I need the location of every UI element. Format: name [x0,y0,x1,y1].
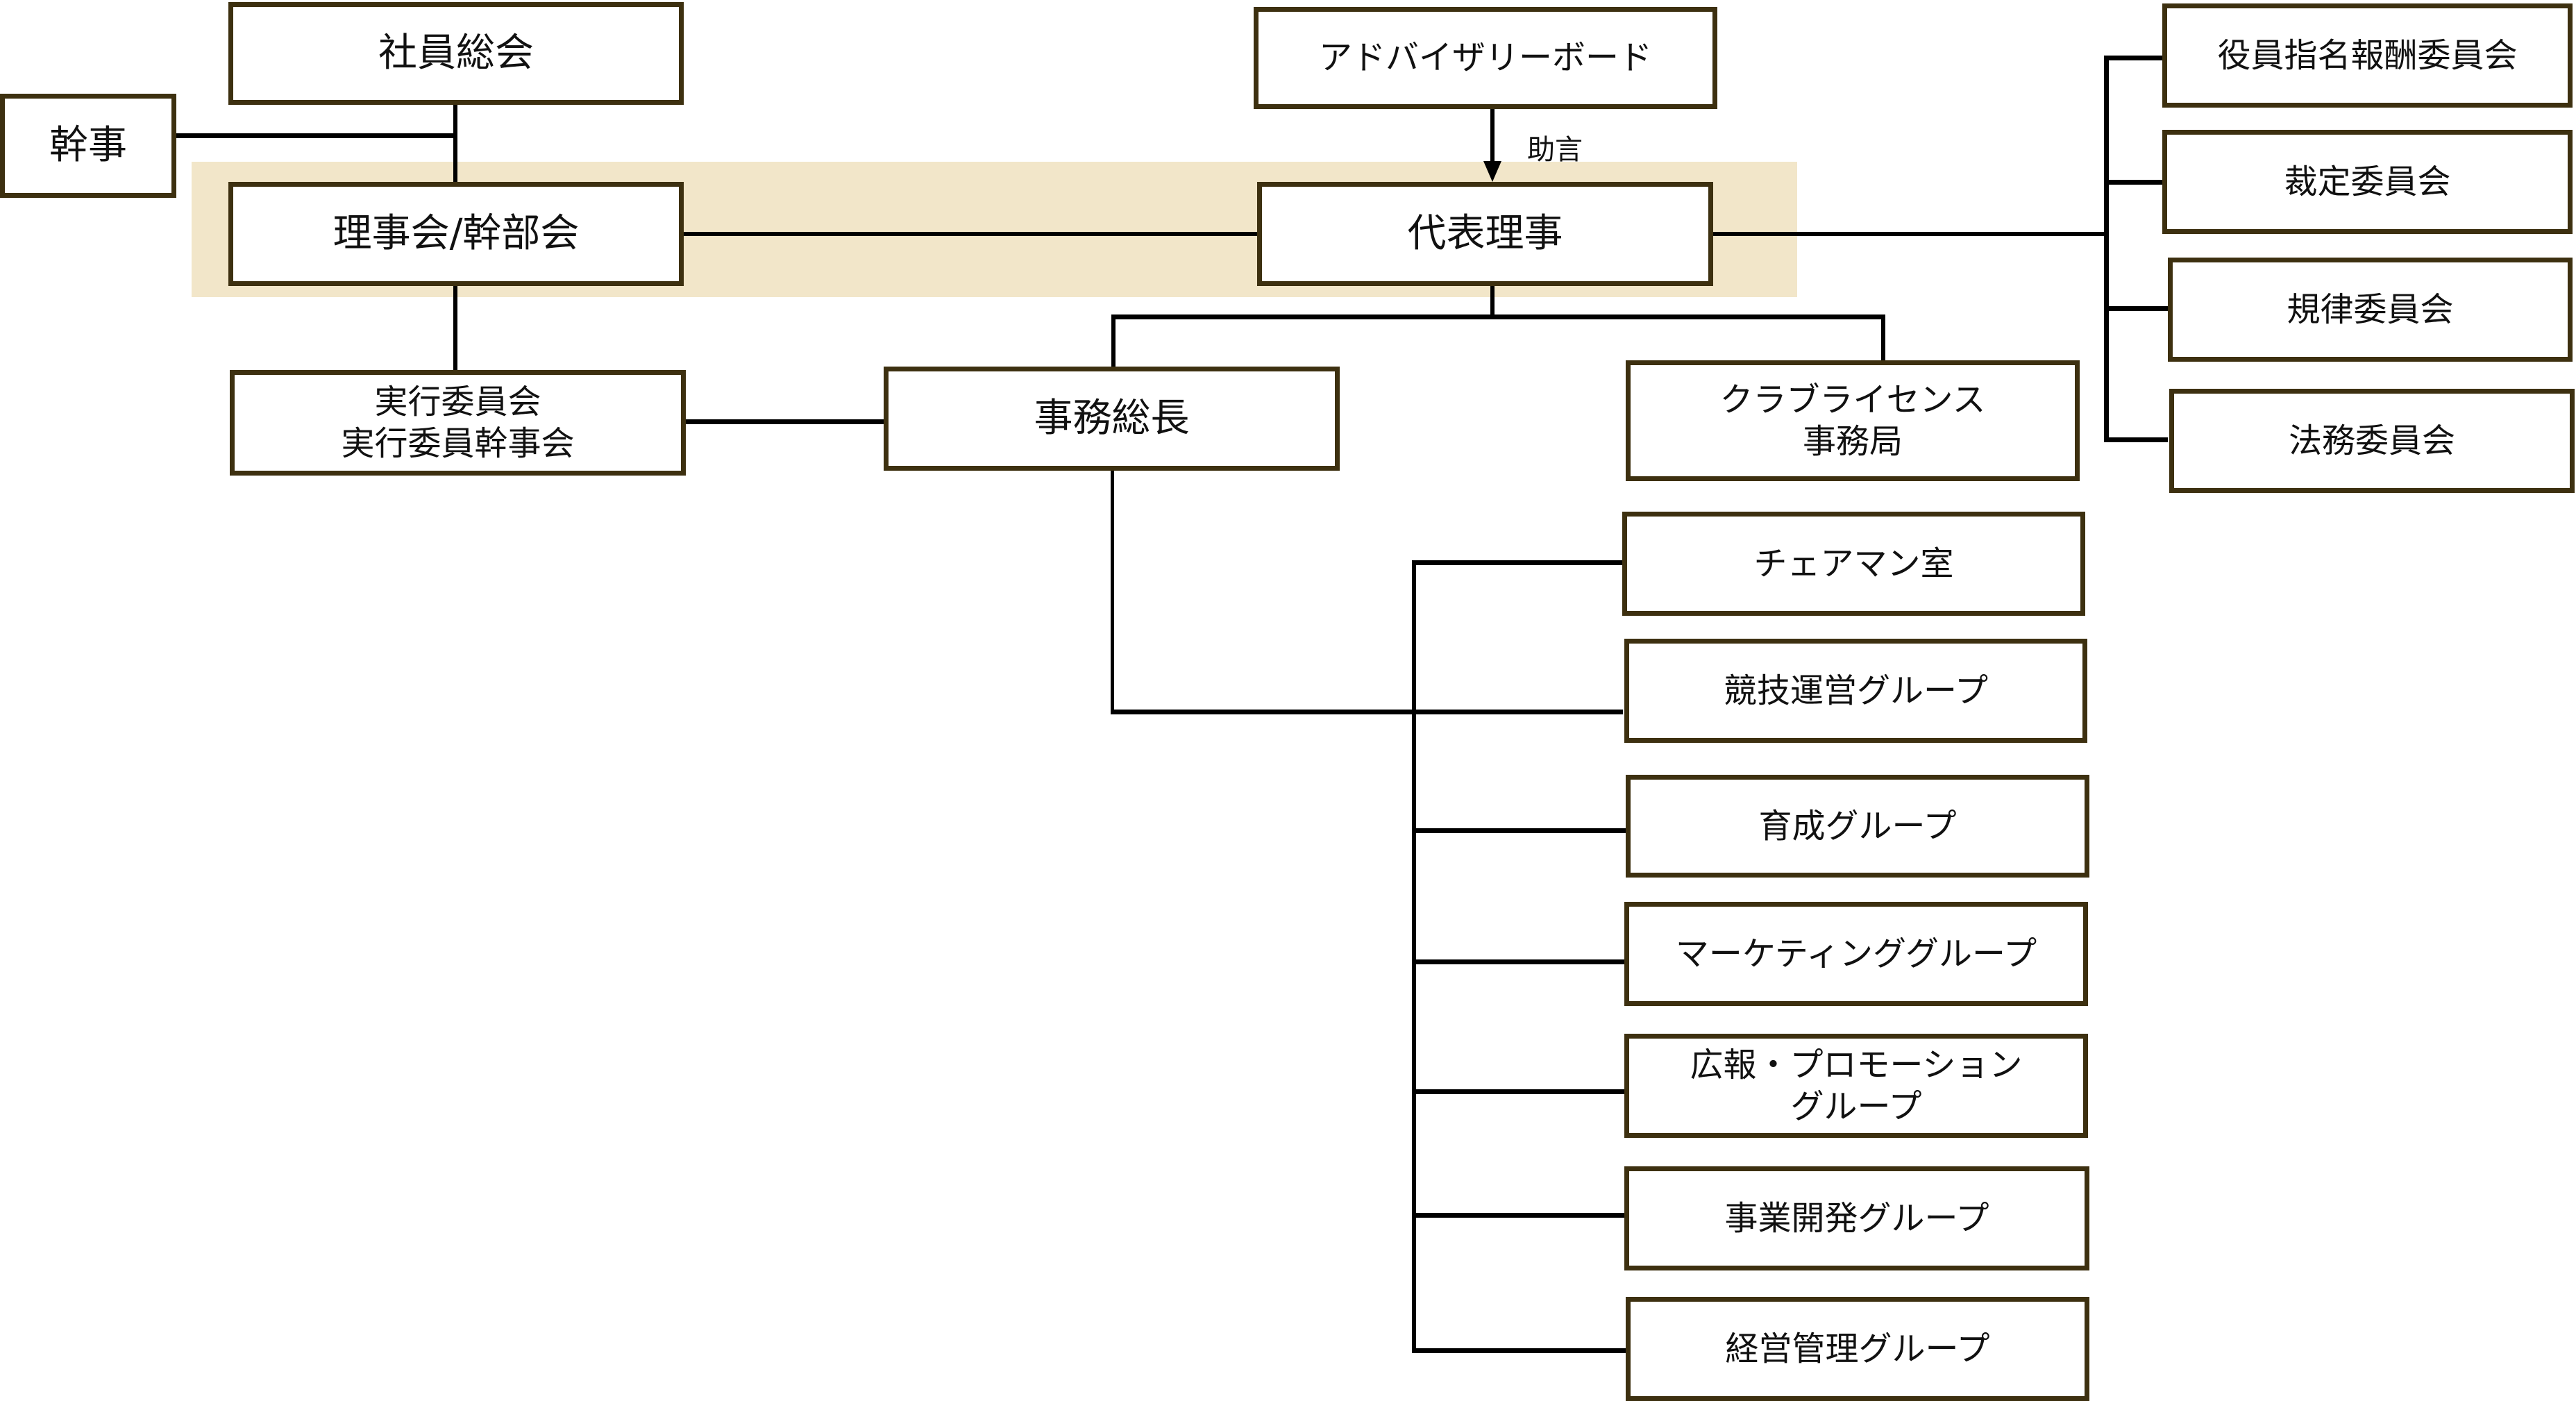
node-club-license-office[interactable]: クラブライセンス 事務局 [1626,360,2080,481]
group-chairman-office[interactable]: チェアマン室 [1622,512,2085,616]
node-executive-committee[interactable]: 実行委員会 実行委員幹事会 [230,370,686,476]
connector-branch-license [1881,314,1885,360]
node-general-meeting[interactable]: 社員総会 [228,2,684,105]
node-label: 法務委員会 [2288,421,2455,460]
connector-group-3 [1412,828,1626,833]
node-label: 裁定委員会 [2284,162,2451,201]
group-competition-operations[interactable]: 競技運営グループ [1624,639,2087,743]
node-label-line2: 事務局 [1802,422,1903,461]
node-label: 理事会/幹部会 [332,210,580,256]
groups-spine [1412,560,1416,1352]
node-label-line1: 広報・プロモーション [1690,1046,2023,1084]
group-management[interactable]: 経営管理グループ [1626,1297,2089,1401]
committee-discipline[interactable]: 規律委員会 [2168,258,2573,362]
committee-arbitration[interactable]: 裁定委員会 [2162,130,2573,234]
connector-rep-committees [1712,232,2108,236]
connector-group-7 [1412,1348,1626,1353]
node-label: 経営管理グループ [1725,1329,1990,1368]
connector-rep-branch [1111,314,1885,319]
group-pr-promotion[interactable]: 広報・プロモーション グループ [1624,1034,2088,1138]
node-secretary-general[interactable]: 事務総長 [884,367,1340,471]
committees-spine [2104,56,2109,442]
connector-group-6 [1412,1213,1624,1218]
node-label: チェアマン室 [1753,544,1954,583]
connector-secgen-down [1111,470,1114,714]
node-representative-director[interactable]: 代表理事 [1257,182,1713,286]
connector-committee-4 [2104,437,2168,442]
node-label: 社員総会 [378,30,534,76]
committee-nomination-remuneration[interactable]: 役員指名報酬委員会 [2162,3,2573,108]
connector-committee-3 [2104,306,2168,311]
committee-legal[interactable]: 法務委員会 [2169,389,2575,493]
connector-rep-down [1490,285,1495,317]
group-development[interactable]: 育成グループ [1626,775,2089,878]
connector-committee-2 [2104,180,2162,185]
node-advisory-board[interactable]: アドバイザリーボード [1254,7,1717,109]
node-label: 事業開発グループ [1724,1198,1989,1238]
connector-board-executive [453,285,457,370]
node-label: 幹事 [49,122,127,168]
node-label: マーケティンググループ [1675,934,2037,973]
node-label: 役員指名報酬委員会 [2217,35,2518,75]
node-label: 規律委員会 [2287,290,2454,329]
node-label: アドバイザリーボード [1318,38,1652,78]
node-label-line2: 実行委員幹事会 [341,424,575,463]
connector-general-board [453,103,457,182]
node-label: 事務総長 [1034,395,1190,441]
connector-group-4 [1412,959,1624,964]
advice-label: 助言 [1527,134,1583,166]
node-board[interactable]: 理事会/幹部会 [228,182,684,286]
connector-executive-secgen [685,419,884,424]
node-label-line1: クラブライセンス [1719,380,1986,419]
node-label: 代表理事 [1407,210,1563,256]
connector-secretary [175,133,455,138]
connector-group-1 [1412,560,1622,565]
connector-committee-1 [2104,56,2162,60]
node-secretary[interactable]: 幹事 [0,94,176,198]
group-marketing[interactable]: マーケティンググループ [1624,902,2088,1006]
connector-branch-secgen [1111,314,1116,367]
node-label-line1: 実行委員会 [374,383,541,421]
advice-arrow-icon [1483,108,1501,182]
connector-group-5 [1412,1089,1624,1094]
connector-secgen-groups [1111,710,1623,714]
node-label: 育成グループ [1758,806,1957,846]
group-business-development[interactable]: 事業開発グループ [1624,1166,2089,1270]
node-label-line2: グループ [1790,1087,1922,1126]
connector-board-representative [684,232,1257,236]
node-label: 競技運営グループ [1723,671,1989,710]
